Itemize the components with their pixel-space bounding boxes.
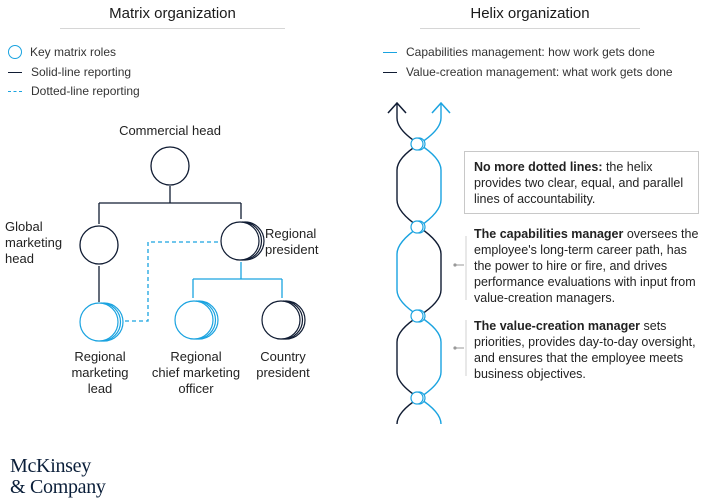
- label-line: Regional: [170, 349, 222, 364]
- blue-circle-icon: [8, 45, 22, 59]
- label-regional-president: Regional president: [265, 226, 335, 258]
- helix-strands: [396, 104, 442, 425]
- label-line: officer: [178, 381, 214, 396]
- note-capabilities-manager: The capabilities manager oversees the em…: [474, 226, 706, 306]
- regional-marketing-lead-node: [79, 302, 124, 342]
- note-dot-capabilities: [453, 263, 457, 267]
- regional-president-node: [220, 221, 265, 261]
- label-line: president: [265, 242, 319, 257]
- logo-line: & Company: [10, 476, 106, 498]
- label-regional-marketing-lead: Regional marketing lead: [60, 349, 140, 397]
- note-text: sets priorities, provides day-to-day ove…: [474, 319, 696, 381]
- label-line: Regional: [265, 226, 317, 241]
- legend-solid-reporting: Solid-line reporting: [8, 65, 131, 79]
- note-text: the helix provides two clear, equal, and…: [474, 160, 684, 206]
- legend-label: Solid-line reporting: [31, 65, 132, 79]
- legend-key-roles: Key matrix roles: [8, 45, 116, 59]
- mckinsey-logo: McKinsey & Company: [10, 456, 106, 498]
- label-line: head: [5, 251, 34, 266]
- note-value-creation-manager: The value-creation manager sets prioriti…: [474, 318, 706, 382]
- legend-label: Value-creation management: what work get…: [406, 65, 673, 79]
- note-no-dotted-lines: No more dotted lines: the helix provides…: [464, 151, 699, 214]
- note-text: oversees the employee's long-term career…: [474, 227, 699, 305]
- label-regional-cmo: Regional chief marketing officer: [146, 349, 246, 397]
- note-bold: The value-creation manager: [474, 319, 641, 333]
- label-line: marketing: [71, 365, 129, 380]
- commercial-head-node: [150, 146, 190, 186]
- regional-cmo-node: [174, 300, 219, 340]
- helix-title: Helix organization: [470, 5, 590, 22]
- note-dot-value: [453, 346, 457, 350]
- label-line: president: [256, 365, 310, 380]
- logo-line: McKinsey: [10, 455, 91, 477]
- legend-value-creation: Value-creation management: what work get…: [383, 65, 673, 79]
- helix-title-rule: [420, 28, 640, 29]
- matrix-solid-lines: [98, 186, 242, 302]
- label-line: Regional: [74, 349, 126, 364]
- navy-line-icon: [383, 71, 397, 73]
- note-bold: The capabilities manager: [474, 227, 624, 241]
- matrix-blue-lines: [192, 262, 283, 298]
- blue-line-icon: [383, 51, 397, 53]
- helix-nodes: [410, 137, 426, 405]
- label-country-president: Country president: [246, 349, 320, 381]
- label-commercial-head: Commercial head: [119, 123, 221, 138]
- label-line: lead: [87, 381, 113, 396]
- note-bold: No more dotted lines:: [474, 160, 603, 174]
- legend-dotted-reporting: Dotted-line reporting: [8, 84, 140, 98]
- label-global-marketing-head: Global marketing head: [5, 219, 63, 267]
- label-line: Global: [5, 219, 43, 234]
- label-line: marketing: [5, 235, 63, 250]
- matrix-title: Matrix organization: [109, 5, 236, 22]
- legend-label: Dotted-line reporting: [31, 84, 140, 98]
- label-line: chief marketing: [151, 365, 241, 380]
- legend-capabilities: Capabilities management: how work gets d…: [383, 45, 655, 59]
- legend-label: Key matrix roles: [30, 45, 117, 59]
- dotted-line-icon: [8, 90, 22, 92]
- matrix-title-rule: [60, 28, 285, 29]
- country-president-node: [261, 300, 306, 340]
- global-marketing-head-node: [79, 225, 119, 265]
- legend-label: Capabilities management: how work gets d…: [406, 45, 655, 59]
- label-line: Country: [260, 349, 306, 364]
- solid-line-icon: [8, 71, 22, 73]
- helix-arrowheads: [387, 101, 451, 114]
- dotted-reporting-line: [121, 241, 218, 322]
